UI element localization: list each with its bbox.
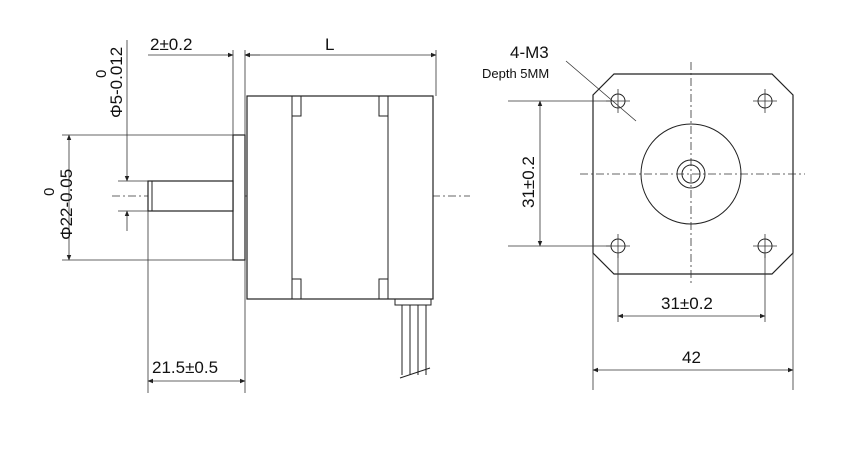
flange-width-label: 42 [682,348,701,367]
body-tab [291,95,302,117]
motor-shaft [147,180,234,212]
body-tab [378,95,389,117]
mounting-hole [753,89,777,113]
hole-spacing-horizontal-label: 31±0.2 [661,294,713,313]
body-length-label: L [325,35,334,54]
hole-spacing-vertical-label: 31±0.2 [519,156,538,208]
boss-height-label: 2±0.2 [150,35,192,54]
front-boss-circle [640,123,742,225]
shaft-tol-upper: 0 [93,70,110,78]
front-view: 4-M3 Depth 5MM 31±0.2 31±0.2 42 [482,43,805,390]
holes-label: 4-M3 [510,43,549,62]
body-tab [291,278,302,300]
boss-tol-upper: 0 [41,188,58,196]
holes-leader [565,60,637,122]
body-tab [378,278,389,300]
boss-diameter-label: Φ22-0.05 [57,169,76,240]
shaft-length-label: 21.5±0.5 [152,358,218,377]
motor-body [246,95,434,300]
depth-label: Depth 5MM [482,66,549,81]
side-view: 2±0.2 L 21.5±0.5 Φ22-0.05 0 Φ5-0.012 0 [41,35,470,393]
front-shaft-inner [681,164,701,184]
shaft-diameter-label: Φ5-0.012 [107,47,126,118]
mounting-boss [232,134,246,261]
front-shaft-outer [676,159,706,189]
cable-leads [394,298,432,379]
